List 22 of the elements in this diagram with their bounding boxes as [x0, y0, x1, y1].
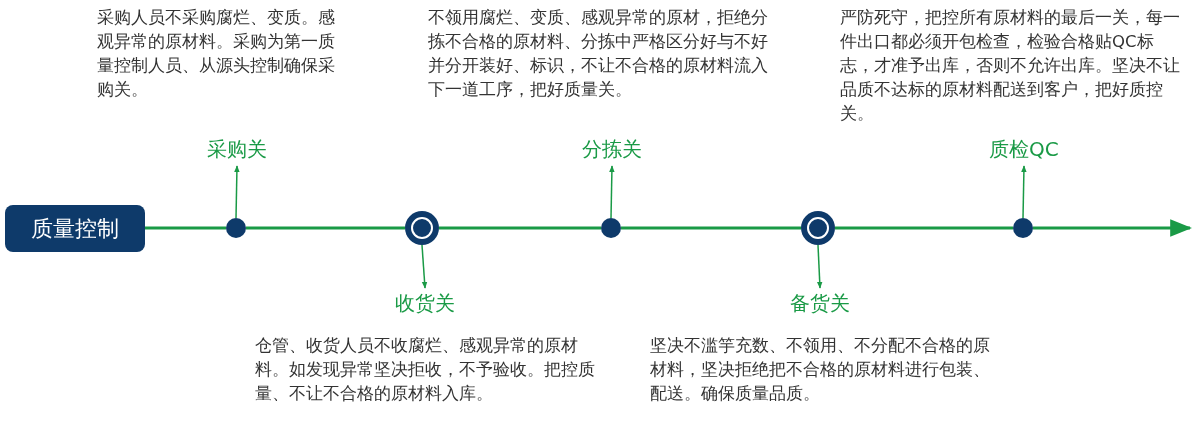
description-text: 坚决不滥竽充数、不领用、不分配不合格的原材料，坚决拒绝把不合格的原材料进行包装、配送。确保质量品质。	[650, 335, 991, 405]
ring-marker	[801, 211, 835, 245]
description-text: 不领用腐烂、变质、感观异常的原材，拒绝分拣不合格的原材料、分拣中严格区分好与不好并分开装好、标识，不让不合格的原材料流入下一道工序，把好质量关。	[428, 7, 769, 101]
dot-marker	[1013, 218, 1033, 238]
timeline-arrow	[1033, 219, 1193, 237]
arrow	[421, 244, 428, 289]
stage-label: 备货关	[790, 290, 850, 318]
stage-label: 采购关	[207, 136, 267, 164]
stage-label: 分拣关	[582, 136, 642, 164]
arrow	[234, 165, 240, 219]
dot-marker	[226, 218, 246, 238]
description-text: 仓管、收货人员不收腐烂、感观异常的原材料。如发现异常坚决拒收，不予验收。把控质量、不让不合格的原材料入库。	[255, 335, 596, 405]
ring-marker	[405, 211, 439, 245]
arrow	[816, 244, 823, 289]
description-text: 严防死守，把控所有原材料的最后一关，每一件出口都必须开包检查，检验合格贴QC标志，才准予出库，否则不允许出库。坚决不让品质不达标的原材料配送到客户，把好质控关。	[840, 7, 1181, 125]
description-text: 采购人员不采购腐烂、变质。感观异常的原材料。采购为第一质量控制人员、从源头控制确保采购关。	[97, 7, 336, 101]
arrow	[609, 165, 615, 219]
title-box: 质量控制	[5, 205, 145, 252]
stage-label: 质检QC	[989, 136, 1059, 164]
dot-marker	[601, 218, 621, 238]
arrow	[1021, 165, 1027, 219]
stage-label: 收货关	[395, 290, 455, 318]
